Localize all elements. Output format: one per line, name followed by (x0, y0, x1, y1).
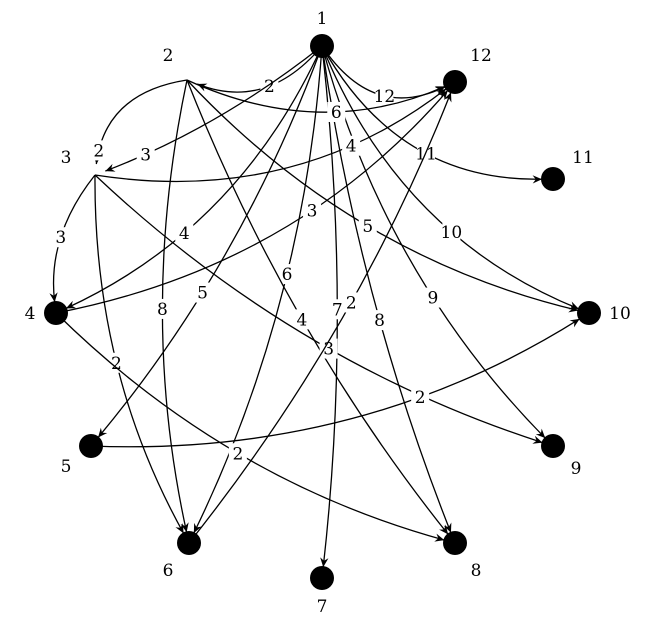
edge-label-background (328, 299, 347, 320)
edge-label-1-5: 5 (197, 284, 208, 304)
edge-label-background (303, 200, 322, 221)
edge-label-2-8: 4 (297, 310, 308, 330)
node-12 (443, 70, 467, 94)
edge-label-background (136, 144, 155, 165)
edge-label-2-6: 8 (157, 300, 168, 320)
edge-4-8 (55, 312, 445, 542)
node-label-2: 2 (163, 46, 174, 66)
node-6 (177, 531, 201, 555)
node-label-9: 9 (571, 459, 582, 479)
edge-label-background (89, 140, 108, 161)
node-label-12: 12 (470, 46, 492, 66)
edge-3-9 (94, 174, 543, 444)
edge-1-5 (97, 45, 323, 438)
edge-label-3-12: 4 (346, 137, 357, 157)
edge-1-4 (65, 45, 323, 309)
node-7 (310, 566, 334, 590)
edge-label-5-10: 2 (415, 388, 426, 408)
edge-label-background (442, 221, 461, 242)
edge-label-1-11: 11 (415, 145, 437, 165)
edge-2-8 (186, 79, 449, 535)
node-4 (44, 301, 68, 325)
edge-label-3-9: 3 (323, 340, 334, 360)
node-label-11: 11 (572, 148, 594, 168)
edge-label-4-8: 2 (232, 444, 243, 464)
edge-label-1-3: 3 (140, 145, 151, 165)
edge-label-background (411, 387, 430, 408)
edge-1-10 (321, 45, 580, 310)
edge-label-1-7: 7 (332, 300, 343, 320)
edge-label-background (292, 309, 311, 330)
edge-label-background (278, 264, 297, 285)
node-label-8: 8 (471, 561, 482, 581)
edge-label-1-9: 9 (427, 289, 438, 309)
node-10 (577, 301, 601, 325)
node-8 (443, 531, 467, 555)
edge-label-background (107, 352, 126, 373)
edge-1-6 (193, 45, 323, 534)
edge-label-1-8: 8 (374, 311, 385, 331)
edge-label-3-6: 2 (111, 354, 122, 374)
node-11 (541, 167, 565, 191)
edge-5-10 (90, 318, 581, 448)
node-label-4: 4 (25, 304, 36, 324)
node-label-6: 6 (163, 561, 174, 581)
edge-label-1-12: 12 (374, 87, 396, 107)
edge-label-background (370, 310, 389, 331)
edge-label-1-2: 2 (264, 77, 275, 97)
edge-label-background (51, 227, 70, 248)
edge-label-background (358, 216, 377, 237)
edge-1-2 (196, 45, 323, 93)
edge-6-12 (188, 92, 452, 544)
node-label-1: 1 (317, 9, 328, 29)
edge-label-background (342, 292, 361, 313)
edge-label-1-6: 6 (282, 265, 293, 285)
edge-label-background (342, 135, 361, 156)
edge-label-2-12: 6 (331, 103, 342, 123)
edge-label-background (175, 223, 194, 244)
edge-label-background (193, 282, 212, 303)
edge-label-background (375, 85, 394, 106)
edge-label-1-10: 10 (441, 223, 463, 243)
edge-label-4-12: 3 (307, 202, 318, 222)
edge-1-9 (321, 45, 546, 439)
node-1 (310, 34, 334, 58)
edge-label-3-4: 3 (55, 228, 66, 248)
node-label-5: 5 (61, 457, 72, 477)
node-5 (79, 434, 103, 458)
edge-label-2-3: 2 (93, 141, 104, 161)
node-label-3: 3 (61, 148, 72, 168)
edge-2-10 (186, 79, 579, 313)
edge-label-background (319, 338, 338, 359)
edge-label-2-10: 5 (362, 217, 373, 237)
edge-4-12 (55, 89, 449, 314)
node-label-10: 10 (609, 304, 631, 324)
edge-1-11 (321, 45, 543, 184)
edge-label-1-4: 4 (179, 224, 190, 244)
edge-label-background (327, 101, 346, 122)
edge-1-3 (105, 45, 323, 172)
edge-label-6-12: 2 (346, 293, 357, 313)
edge-3-12 (94, 88, 447, 183)
edge-label-background (153, 298, 172, 319)
edge-label-background (228, 443, 247, 464)
edge-label-background (423, 287, 442, 308)
node-label-7: 7 (317, 597, 328, 617)
edge-2-12 (186, 79, 446, 113)
node-9 (541, 434, 565, 458)
